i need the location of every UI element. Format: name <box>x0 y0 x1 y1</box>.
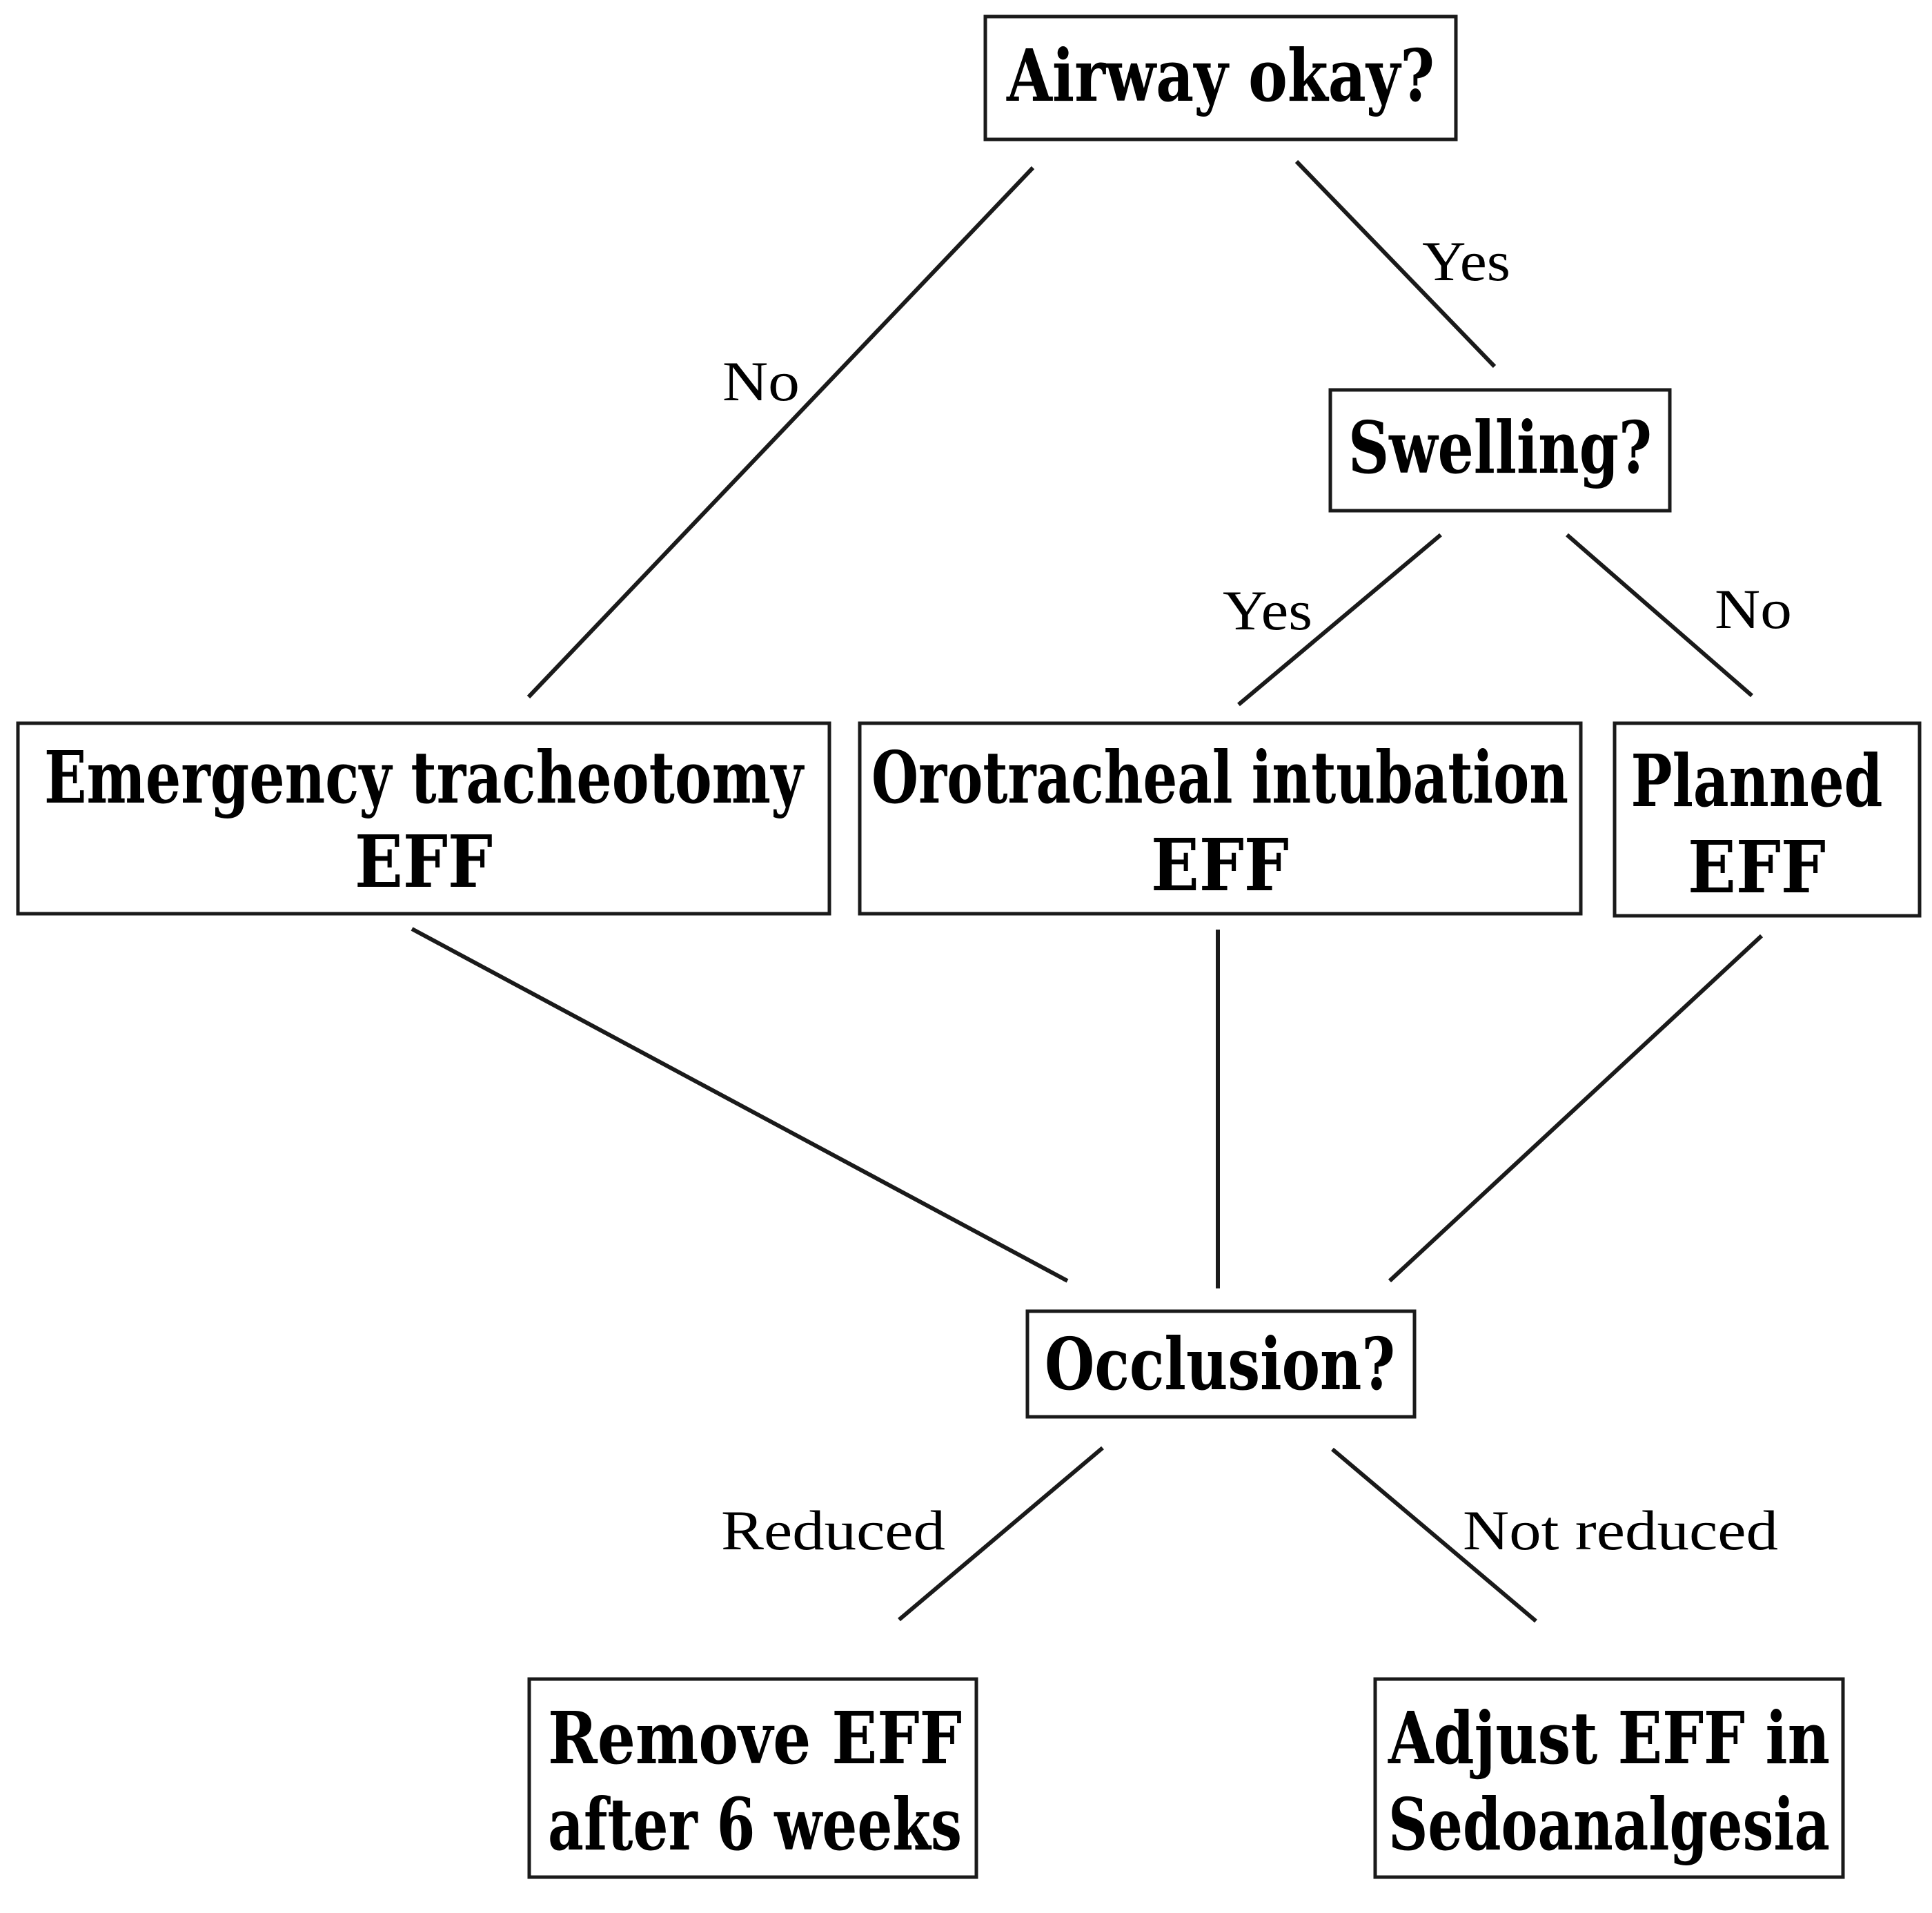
edge-label-swelling-no: No <box>1715 578 1792 640</box>
node-adjust-eff-line1: Adjust EFF in <box>1388 1696 1830 1780</box>
edge-occlusion-to-remove <box>898 1446 1104 1622</box>
node-remove-eff-line1: Remove EFF <box>548 1696 962 1780</box>
node-orotracheal-intubation-line1: Orotracheal intubation <box>871 735 1568 820</box>
edge-emergency-to-occlusion <box>411 927 1069 1283</box>
node-airway-okay: Airway okay? <box>983 14 1458 141</box>
node-occlusion: Occlusion? <box>1025 1309 1417 1419</box>
edge-occlusion-to-adjust <box>1331 1447 1537 1623</box>
node-planned-line1: Planned <box>1631 738 1883 823</box>
edge-swelling-to-orotracheal <box>1237 533 1442 707</box>
node-remove-eff: Remove EFF after 6 weeks <box>527 1677 978 1879</box>
edge-label-occlusion-not-reduced: Not reduced <box>1463 1499 1778 1562</box>
edge-label-airway-yes: Yes <box>1422 230 1510 293</box>
edge-label-airway-no: No <box>722 350 800 413</box>
edge-airway-to-swelling <box>1294 159 1497 369</box>
edge-swelling-to-planned <box>1566 533 1753 698</box>
node-orotracheal-intubation: Orotracheal intubation EFF <box>858 721 1583 916</box>
node-swelling: Swelling? <box>1328 388 1672 513</box>
node-adjust-eff: Adjust EFF in Sedoanalgesia <box>1373 1677 1845 1879</box>
node-airway-okay-label: Airway okay? <box>1006 33 1435 118</box>
node-orotracheal-intubation-line2: EFF <box>1151 823 1289 908</box>
node-emergency-tracheotomy: Emergency tracheotomy EFF <box>16 721 831 916</box>
edge-planned-to-occlusion <box>1388 934 1764 1283</box>
node-planned: Planned EFF <box>1613 721 1922 918</box>
node-emergency-tracheotomy-line1: Emergency tracheotomy <box>44 735 805 820</box>
edge-label-occlusion-reduced: Reduced <box>721 1499 945 1562</box>
edge-label-swelling-yes: Yes <box>1223 579 1312 642</box>
node-remove-eff-line2: after 6 weeks <box>548 1782 962 1867</box>
edge-airway-to-emergency <box>526 166 1035 699</box>
node-emergency-tracheotomy-line2: EFF <box>355 819 493 904</box>
node-swelling-label: Swelling? <box>1348 405 1652 490</box>
node-planned-line2: EFF <box>1688 825 1826 910</box>
node-occlusion-label: Occlusion? <box>1045 1322 1395 1406</box>
node-adjust-eff-line2: Sedoanalgesia <box>1388 1782 1830 1867</box>
